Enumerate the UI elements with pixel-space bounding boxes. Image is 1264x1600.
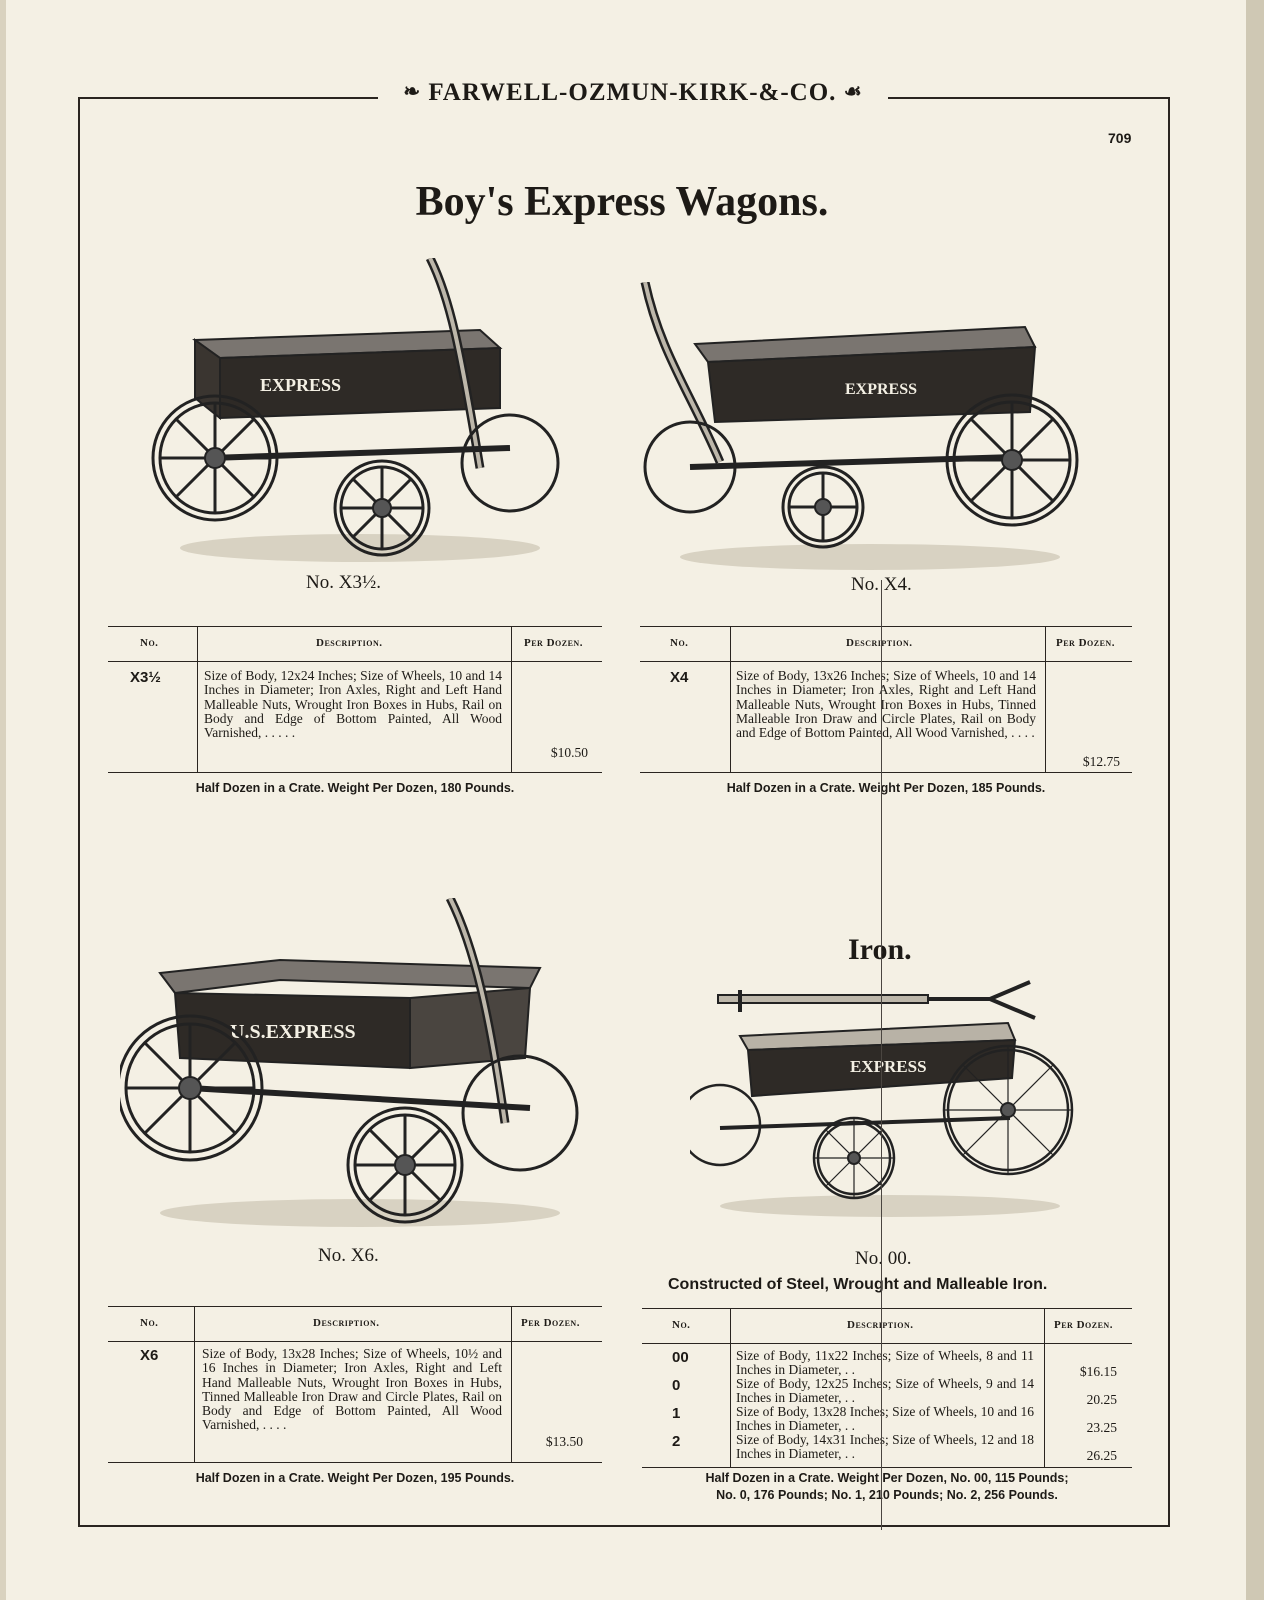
ornament-right-icon: ☙ [843, 81, 863, 103]
page-title: Boy's Express Wagons. [415, 179, 829, 225]
table-header-cell [511, 1307, 602, 1342]
table-divider [194, 1307, 195, 1462]
row-price: $16.15 [1079, 1364, 1117, 1379]
crate-note-00: Half Dozen in a Crate. Weight Per Dozen,… [640, 1470, 1134, 1504]
row-description: Size of Body, 11x22 Inches; Size of Whee… [736, 1348, 1034, 1378]
table-header-cell [730, 1309, 1044, 1344]
crate-note-00-line1: Half Dozen in a Crate. Weight Per Dozen,… [705, 1471, 1069, 1485]
table-header-cell [1044, 1309, 1132, 1344]
iron-section-title: Iron. [848, 933, 912, 966]
page-edge-left [0, 0, 6, 1600]
col-header-description: Description. [316, 637, 383, 649]
col-header-per-dozen: Per Dozen. [524, 637, 583, 649]
col-header-description: Description. [313, 1317, 380, 1329]
table-header-cell [194, 1307, 511, 1342]
crate-note-x6: Half Dozen in a Crate. Weight Per Dozen,… [195, 1471, 515, 1485]
company-name: FARWELL-OZMUN-KIRK-&-CO. [428, 79, 837, 106]
crate-note-00-line2: No. 0, 176 Pounds; No. 1, 210 Pounds; No… [716, 1488, 1058, 1502]
table-header-cell [1045, 627, 1132, 662]
row-no: X3½ [130, 669, 161, 686]
table-divider [1044, 1309, 1045, 1467]
row-no: X4 [670, 669, 689, 686]
table-header-cell [642, 1309, 730, 1344]
iron-subtitle: Constructed of Steel, Wrought and Mallea… [668, 1276, 1048, 1293]
table-divider [730, 627, 731, 772]
row-description: Size of Body, 13x28 Inches; Size of Whee… [202, 1346, 502, 1433]
header-rule-left [78, 97, 378, 99]
table-x6: No. Description. Per Dozen. X6 Size of B… [108, 1306, 602, 1463]
caption-x6: No. X6. [318, 1245, 379, 1266]
row-price: $10.50 [550, 745, 588, 760]
col-header-no: No. [140, 1317, 159, 1329]
company-header: ❧ FARWELL-OZMUN-KIRK-&-CO. ☙ [378, 79, 888, 107]
table-x3-half: No. Description. Per Dozen. X3½ Size of … [108, 626, 602, 773]
col-header-per-dozen: Per Dozen. [1054, 1319, 1113, 1331]
row-no: 00 [672, 1349, 689, 1366]
col-header-no: No. [670, 637, 689, 649]
table-header-cell [730, 627, 1045, 662]
wagon-x4-illustration: EXPRESS [640, 282, 1079, 570]
caption-00: No. 00. [855, 1248, 912, 1269]
wagon-x3-half-lettering: EXPRESS [260, 375, 341, 395]
row-description: Size of Body, 13x26 Inches; Size of Whee… [736, 668, 1036, 741]
row-description: Size of Body, 12x25 Inches; Size of Whee… [736, 1376, 1034, 1406]
row-price: $13.50 [545, 1434, 583, 1449]
caption-x3-half: No. X3½. [306, 572, 381, 593]
row-price: 23.25 [1086, 1420, 1117, 1435]
page-number: 709 [1108, 130, 1132, 146]
wagon-x6-illustration: U.S.EXPRESS [120, 898, 579, 1227]
col-header-per-dozen: Per Dozen. [521, 1317, 580, 1329]
col-header-no: No. [140, 637, 159, 649]
page-fold-line [881, 580, 882, 1530]
table-x4: No. Description. Per Dozen. X4 Size of B… [640, 626, 1132, 773]
crate-note-x4: Half Dozen in a Crate. Weight Per Dozen,… [726, 781, 1046, 795]
row-price: $12.75 [1082, 754, 1120, 769]
wagon-x4-lettering: EXPRESS [845, 381, 917, 398]
page-edge-right [1246, 0, 1264, 1600]
row-no: 0 [672, 1377, 681, 1394]
table-header-cell [640, 627, 730, 662]
table-header-cell [108, 1307, 194, 1342]
wagon-00-illustration: EXPRESS [690, 980, 1074, 1217]
page-frame [78, 97, 1170, 1527]
table-divider [730, 1309, 731, 1467]
row-no: 1 [672, 1405, 681, 1422]
wagon-x3-half-illustration: EXPRESS [151, 258, 560, 562]
row-price: 26.25 [1086, 1448, 1117, 1463]
table-divider [511, 627, 512, 772]
table-00: No. Description. Per Dozen. 00 Size of B… [642, 1308, 1132, 1468]
crate-note-x3-half: Half Dozen in a Crate. Weight Per Dozen,… [195, 781, 515, 795]
row-description: Size of Body, 12x24 Inches; Size of Whee… [204, 668, 502, 741]
table-divider [197, 627, 198, 772]
header-rule-right [888, 97, 1170, 99]
ornament-left-icon: ❧ [403, 81, 422, 103]
col-header-per-dozen: Per Dozen. [1056, 637, 1115, 649]
row-no: 2 [672, 1433, 681, 1450]
table-divider [1045, 627, 1046, 772]
col-header-description: Description. [846, 637, 913, 649]
col-header-description: Description. [847, 1319, 913, 1331]
table-divider [511, 1307, 512, 1462]
wagon-00-lettering: EXPRESS [850, 1057, 927, 1076]
row-description: Size of Body, 14x31 Inches; Size of Whee… [736, 1432, 1034, 1462]
col-header-no: No. [672, 1319, 691, 1331]
row-price: 20.25 [1086, 1392, 1117, 1407]
row-description: Size of Body, 13x28 Inches; Size of Whee… [736, 1404, 1034, 1434]
table-header-cell [108, 627, 197, 662]
wagon-x6-lettering: U.S.EXPRESS [230, 1021, 356, 1043]
table-header-cell [197, 627, 511, 662]
row-no: X6 [140, 1347, 159, 1364]
table-header-cell [511, 627, 602, 662]
